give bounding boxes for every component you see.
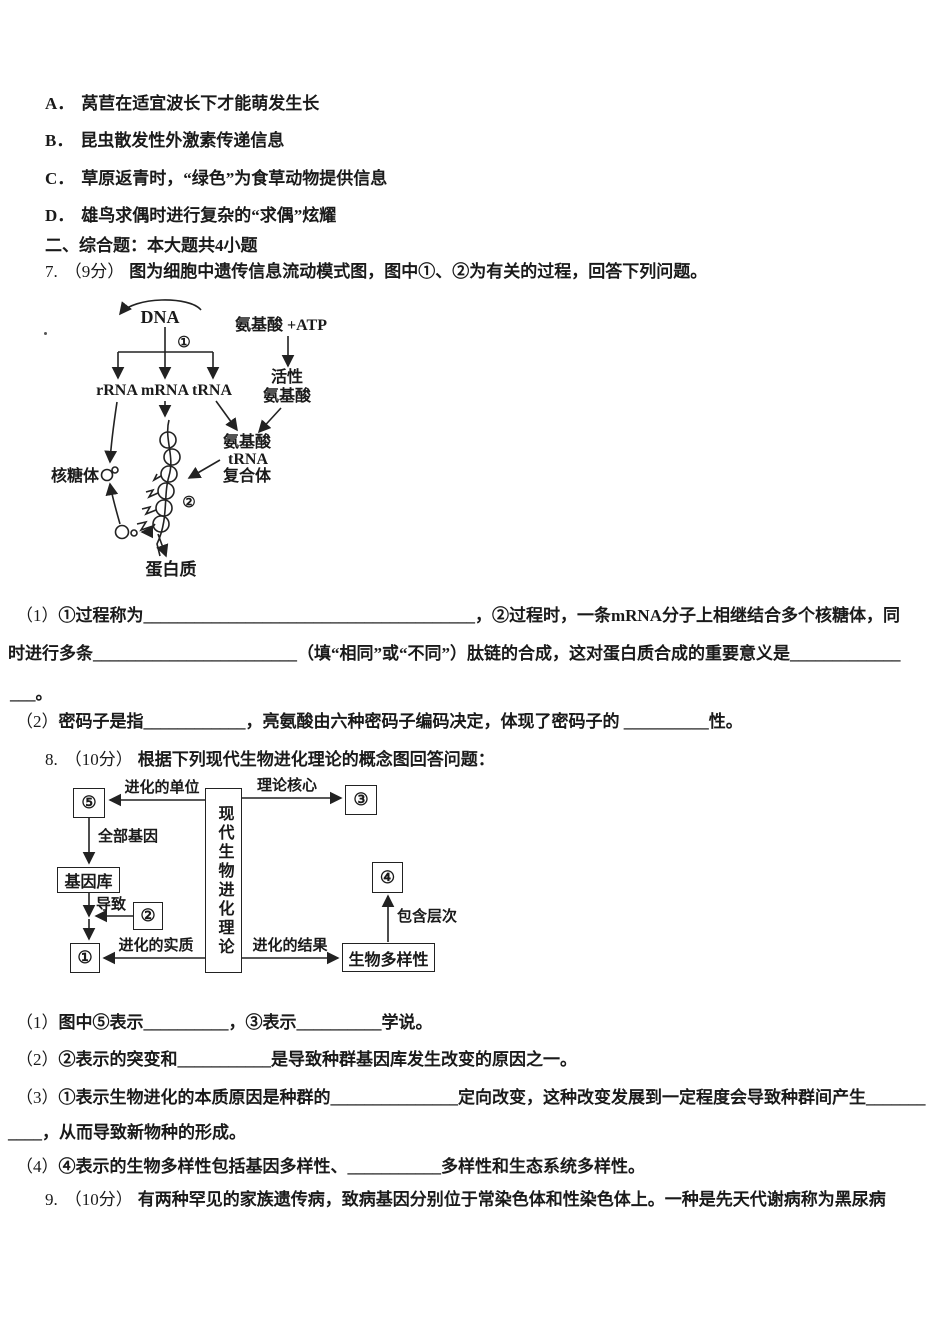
q7-stem: 图为细胞中遗传信息流动模式图，图中①、②为有关的过程，回答下列问题。 [129, 262, 708, 281]
q7-diagram-arrows [100, 299, 295, 558]
q7-sub1-line1-prefix: （1） [16, 606, 59, 625]
q8-box-3: ③ [345, 785, 377, 815]
q8-label-evolution-essence: 进化的实质 [118, 938, 194, 954]
q8-label-theory-core: 理论核心 [256, 778, 317, 794]
q7-sub1-line1: （1）①过程称为________________________________… [16, 606, 900, 626]
q7-diagram-gene-expression: DNA ① rRNA mRNA tRNA 氨基酸 +ATP 活性 氨基酸 氨基酸… [51, 299, 327, 579]
q7-sub1-line2: 时进行多条________________________（填“相同”或“不同”… [8, 644, 901, 664]
q7-diagram-ribosome-label: 核糖体 [51, 466, 100, 485]
option-b-label: B． [45, 131, 74, 150]
q7-diagram-trna-label: tRNA [192, 382, 232, 399]
q7-number: 7. [45, 262, 58, 281]
q8-sub2-prefix: （2） [16, 1050, 59, 1069]
q8-score: （10分） [64, 750, 133, 769]
q9-stem-line: 9. （10分）有两种罕见的家族遗传病，致病基因分别位于常染色体和性染色体上。一种… [45, 1190, 886, 1210]
q8-box-2: ② [133, 902, 163, 930]
q7-score: （9分） [64, 262, 125, 281]
q7-sub2-line: （2）密码子是指____________，亮氨酸由六种密码子编码决定，体现了密码… [16, 712, 743, 732]
q7-diagram-amino-atp-label: 氨基酸 +ATP [235, 315, 327, 334]
q7-sub1-line2-text: 时进行多条________________________（填“相同”或“不同”… [8, 644, 901, 663]
q8-stem: 根据下列现代生物进化理论的概念图回答问题： [137, 750, 495, 769]
option-d: D． 雄鸟求偶时进行复杂的“求偶”炫耀 [45, 206, 336, 226]
q8-sub1-line: （1）图中⑤表示__________，③表示__________学说。 [16, 1013, 433, 1033]
q8-sub4-line: （4）④表示的生物多样性包括基因多样性、___________多样性和生态系统多… [16, 1157, 645, 1177]
option-c-label: C． [45, 169, 75, 188]
q7-diagram-active-line1: 活性 [271, 367, 303, 386]
q8-label-evolution-unit: 进化的单位 [124, 780, 200, 796]
q7-sub1-line3-text: ___。 [10, 684, 53, 703]
q8-label-evolution-result: 进化的结果 [252, 938, 328, 954]
q8-sub3-line1-prefix: （3） [16, 1088, 59, 1107]
q8-label-contains-levels: 包含层次 [396, 909, 457, 925]
q7-sub2-prefix: （2） [16, 712, 59, 731]
q8-sub1-text: 图中⑤表示__________，③表示__________学说。 [58, 1013, 433, 1032]
q8-number: 8. [45, 750, 58, 769]
q8-gene-pool-box: 基因库 [57, 867, 120, 893]
q8-sub3-line2: ____，从而导致新物种的形成。 [8, 1123, 246, 1143]
q8-sub4-text: ④表示的生物多样性包括基因多样性、___________多样性和生态系统多样性。 [58, 1157, 646, 1176]
q8-sub3-line1-text: ①表示生物进化的本质原因是种群的_______________定向改变，这种改变… [58, 1088, 926, 1107]
option-c: C． 草原返青时，“绿色”为食草动物提供信息 [45, 169, 387, 189]
q8-diagram-concept-map: ⑤ ③ 现代生物进化理论 基因库 ② ① ④ 生物多样性 进化的单位 理论核心 … [50, 778, 470, 988]
q7-diagram-complex-line2: tRNA [228, 451, 268, 468]
q8-biodiversity-box: 生物多样性 [342, 943, 435, 972]
q7-sub2-text: 密码子是指____________，亮氨酸由六种密码子编码决定，体现了密码子的 … [58, 712, 743, 731]
q7-diagram-complex-line3: 复合体 [222, 466, 272, 485]
option-a-text: 莴苣在适宜波长下才能萌发生长 [81, 94, 320, 113]
option-c-text: 草原返青时，“绿色”为食草动物提供信息 [81, 169, 388, 188]
q8-box-4: ④ [372, 862, 403, 893]
q8-sub1-prefix: （1） [16, 1013, 59, 1032]
q7-diagram-step1-label: ① [177, 335, 190, 351]
option-a: A． 莴苣在适宜波长下才能萌发生长 [45, 94, 319, 114]
q8-sub3-line2-text: ____，从而导致新物种的形成。 [8, 1123, 246, 1142]
q8-stem-line: 8. （10分）根据下列现代生物进化理论的概念图回答问题： [45, 750, 495, 770]
q7-diagram-active-line2: 氨基酸 [263, 386, 312, 405]
option-b: B． 昆虫散发性外激素传递信息 [45, 131, 284, 151]
q9-score: （10分） [64, 1190, 133, 1209]
q8-box-1: ① [70, 943, 100, 973]
q7-diagram-complex-line1: 氨基酸 [223, 432, 272, 451]
q7-sub1-line1-text: ①过程称为___________________________________… [58, 606, 901, 625]
q8-sub2-line: （2）②表示的突变和___________是导致种群基因库发生改变的原因之一。 [16, 1050, 577, 1070]
q7-diagram-rrna-label: rRNA [96, 382, 138, 399]
q7-sub1-line3: ___。 [10, 684, 53, 704]
q7-diagram-step2-label: ② [182, 495, 195, 511]
q8-sub3-line1: （3）①表示生物进化的本质原因是种群的_______________定向改变，这… [16, 1088, 926, 1108]
q8-box-5: ⑤ [73, 788, 105, 818]
q8-center-box: 现代生物进化理论 [205, 788, 242, 973]
section-header: 二、综合题：本大题共4小题 [45, 236, 258, 255]
q7-diagram-protein-label: 蛋白质 [146, 559, 197, 579]
q8-sub4-prefix: （4） [16, 1157, 59, 1176]
q7-diagram-mrna-label: mRNA [141, 382, 189, 399]
q8-sub2-text: ②表示的突变和___________是导致种群基因库发生改变的原因之一。 [58, 1050, 578, 1069]
option-d-text: 雄鸟求偶时进行复杂的“求偶”炫耀 [81, 206, 337, 225]
q8-diagram-arrows [82, 791, 395, 965]
q9-stem: 有两种罕见的家族遗传病，致病基因分别位于常染色体和性染色体上。一种是先天代谢病称… [137, 1190, 886, 1209]
option-d-label: D． [45, 206, 75, 225]
option-a-label: A． [45, 94, 75, 113]
q8-center-box-text: 现代生物进化理论 [215, 804, 233, 957]
q8-label-all-genes: 全部基因 [97, 829, 158, 845]
q7-diagram-dna-label: DNA [141, 307, 180, 327]
q7-stem-line: 7. （9分）图为细胞中遗传信息流动模式图，图中①、②为有关的过程，回答下列问题。 [45, 262, 707, 282]
option-b-text: 昆虫散发性外激素传递信息 [80, 131, 285, 150]
q8-label-cause: 导致 [95, 897, 126, 913]
stray-mark [44, 332, 47, 335]
q9-number: 9. [45, 1190, 58, 1209]
